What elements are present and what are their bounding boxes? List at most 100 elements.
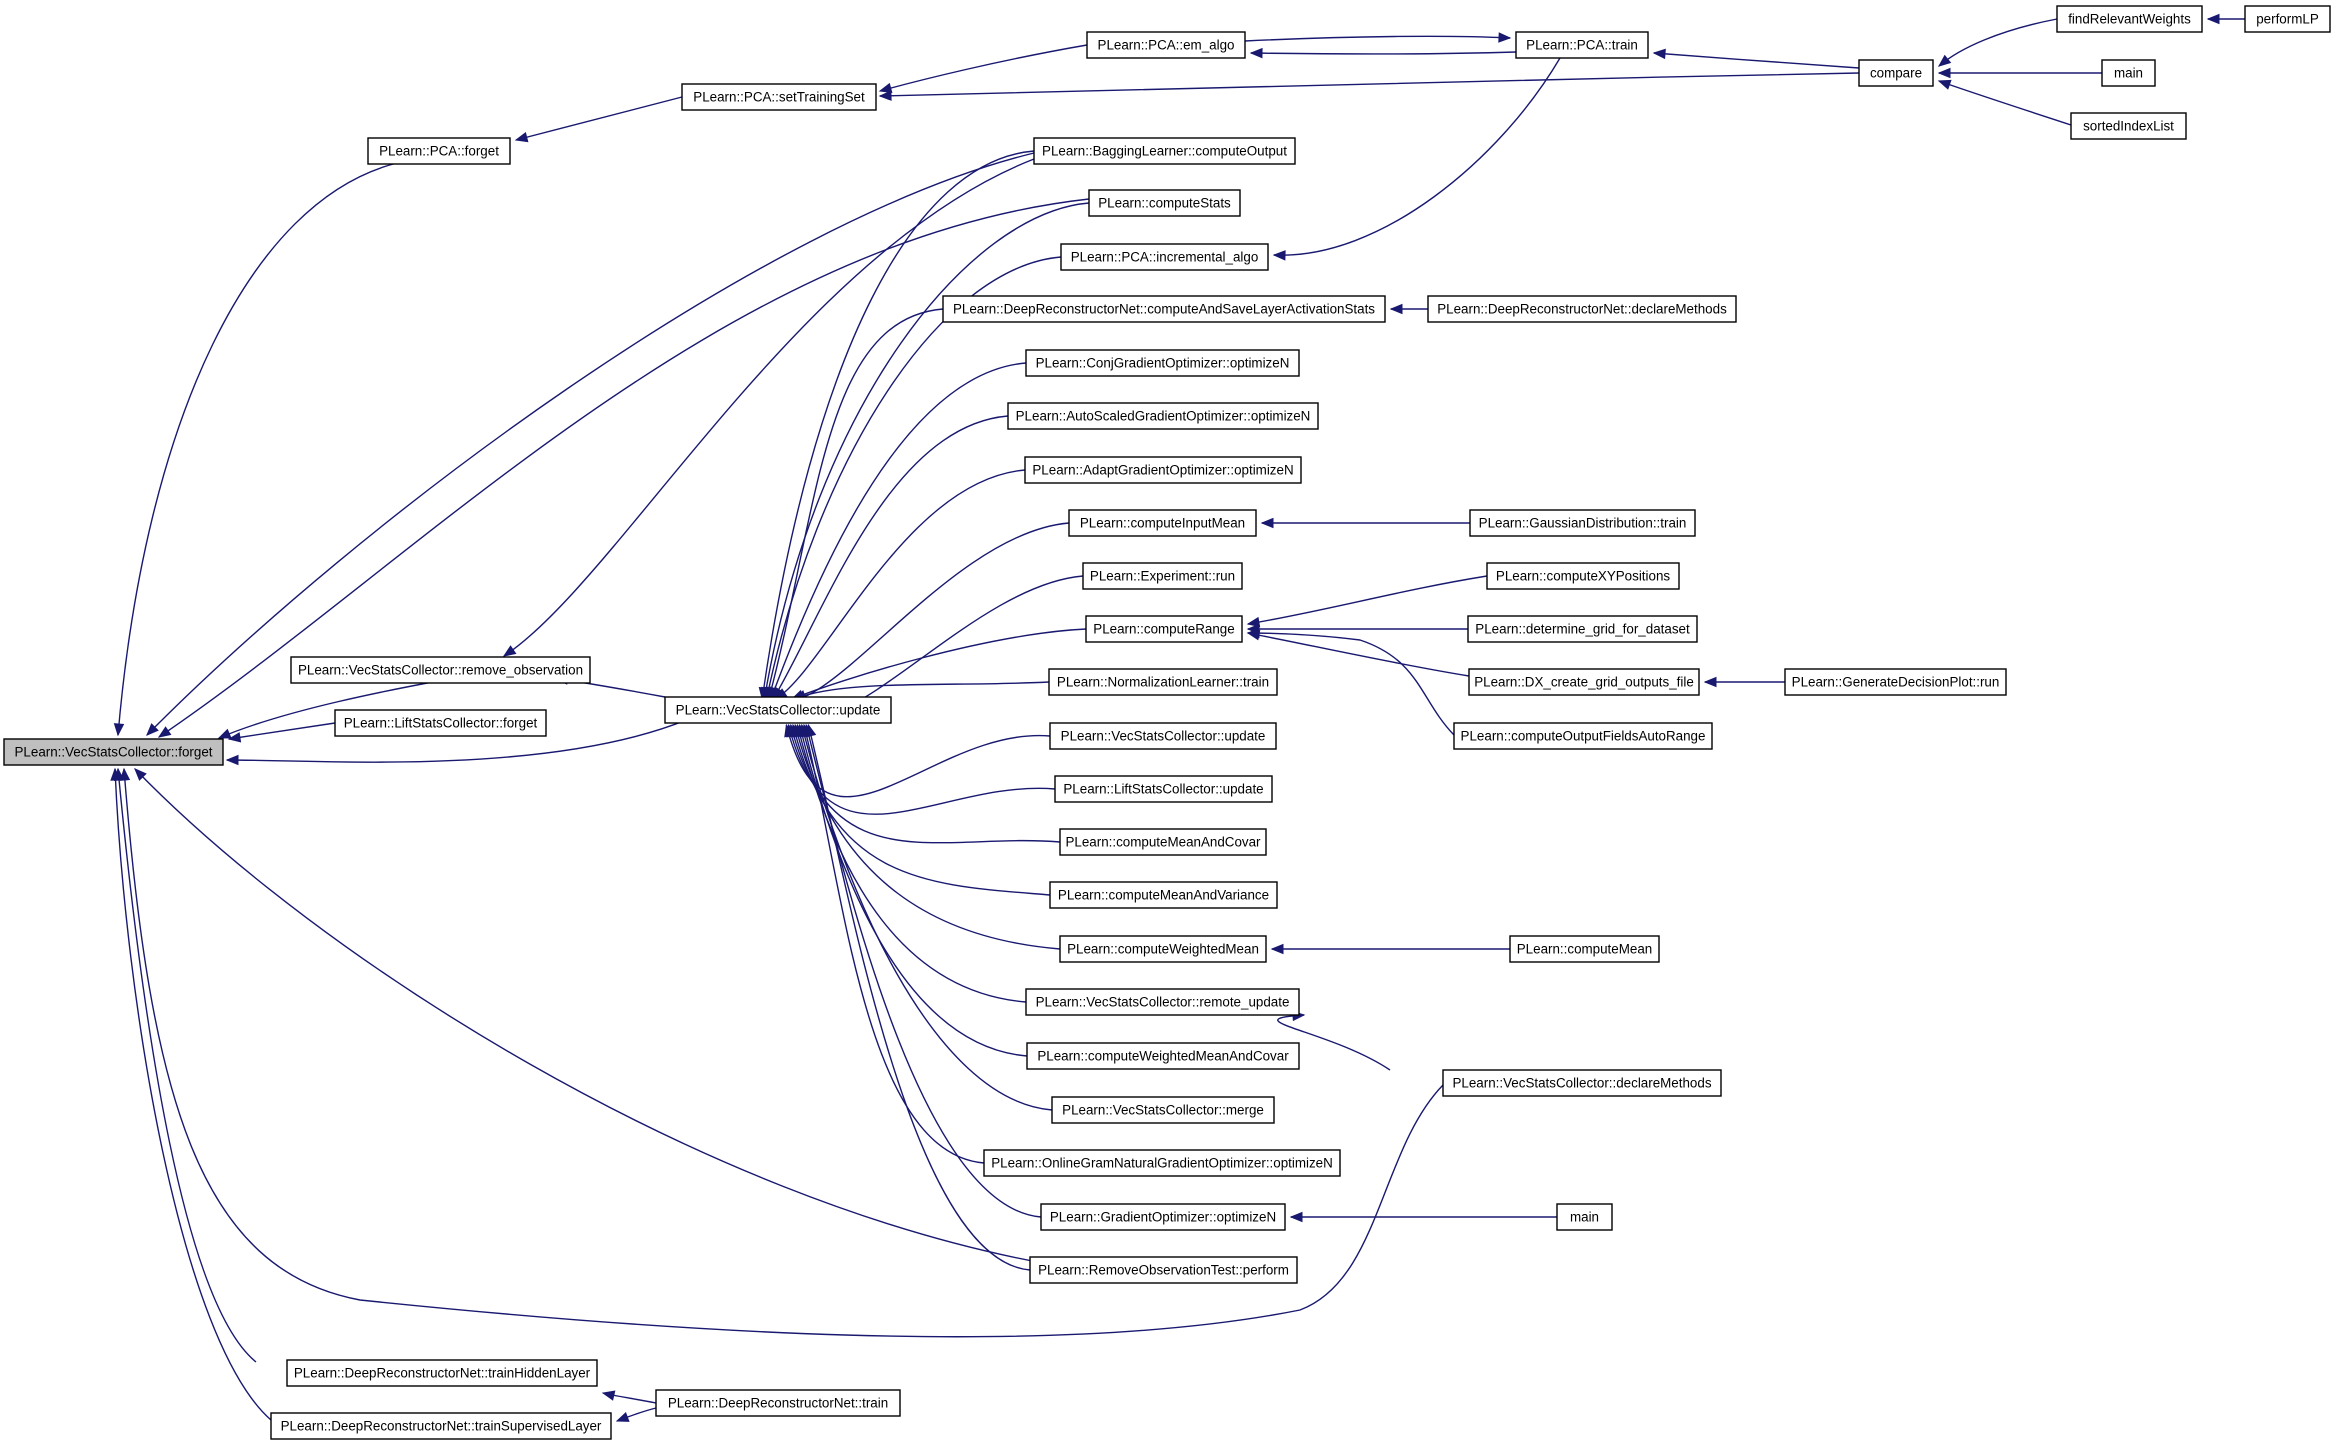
node-computeXYPositions[interactable]: PLearn::computeXYPositions — [1486, 562, 1680, 590]
node-pca-em-algo[interactable]: PLearn::PCA::em_algo — [1086, 31, 1246, 59]
node-bagging-computeOutput[interactable]: PLearn::BaggingLearner::computeOutput — [1033, 137, 1296, 165]
node-label: PLearn::computeWeightedMeanAndCovar — [1037, 1049, 1289, 1064]
node-label: PLearn::LiftStatsCollector::update — [1063, 782, 1263, 797]
call-edge — [1273, 57, 1561, 256]
call-edge — [761, 150, 1035, 700]
call-edge — [146, 152, 1035, 736]
node-vsc-update2[interactable]: PLearn::VecStatsCollector::update — [1049, 722, 1277, 750]
node-box — [286, 1359, 598, 1387]
node-computeMeanAndCovar[interactable]: PLearn::computeMeanAndCovar — [1059, 828, 1267, 856]
node-label: PLearn::computeMeanAndCovar — [1065, 835, 1261, 850]
node-computeMean[interactable]: PLearn::computeMean — [1509, 935, 1660, 963]
node-label: PLearn::computeStats — [1098, 196, 1231, 211]
node-vsc-update[interactable]: PLearn::VecStatsCollector::update — [664, 696, 892, 724]
node-compare[interactable]: compare — [1858, 59, 1934, 87]
node-box — [334, 709, 547, 737]
node-box — [983, 1149, 1341, 1177]
node-normalization-train[interactable]: PLearn::NormalizationLearner::train — [1048, 668, 1278, 696]
node-main-bottom[interactable]: main — [1556, 1203, 1613, 1231]
node-pca-train[interactable]: PLearn::PCA::train — [1515, 31, 1649, 59]
node-gaussian-train[interactable]: PLearn::GaussianDistribution::train — [1469, 509, 1696, 537]
node-remote-update[interactable]: PLearn::VecStatsCollector::remote_update — [1025, 988, 1300, 1016]
node-lift-forget[interactable]: PLearn::LiftStatsCollector::forget — [334, 709, 547, 737]
node-computeInputMean[interactable]: PLearn::computeInputMean — [1068, 509, 1257, 537]
node-computeStats[interactable]: PLearn::computeStats — [1088, 189, 1241, 217]
node-box — [1427, 295, 1737, 323]
node-pca-setTrainingSet[interactable]: PLearn::PCA::setTrainingSet — [681, 83, 877, 111]
node-vsc-declareMethods[interactable]: PLearn::VecStatsCollector::declareMethod… — [1442, 1069, 1722, 1097]
node-remove-observation[interactable]: PLearn::VecStatsCollector::remove_observ… — [290, 656, 591, 684]
node-label: sortedIndexList — [2083, 119, 2174, 134]
node-box — [1858, 59, 1934, 87]
node-computeWeightedMean[interactable]: PLearn::computeWeightedMean — [1059, 935, 1267, 963]
node-performLP[interactable]: performLP — [2244, 5, 2331, 33]
node-root[interactable]: PLearn::VecStatsCollector::forget — [3, 738, 224, 766]
node-drn-train[interactable]: PLearn::DeepReconstructorNet::train — [655, 1389, 901, 1417]
node-box — [1049, 881, 1278, 909]
node-drn-trainSupervised[interactable]: PLearn::DeepReconstructorNet::trainSuper… — [270, 1412, 612, 1440]
arrowhead-icon — [806, 723, 817, 738]
node-adapt-optimizeN[interactable]: PLearn::AdaptGradientOptimizer::optimize… — [1024, 456, 1302, 484]
node-box — [1515, 31, 1649, 59]
arrowhead-icon — [878, 82, 893, 94]
call-edge — [779, 575, 1084, 718]
call-edge — [1938, 80, 2072, 126]
node-removeObsTest[interactable]: PLearn::RemoveObservationTest::perform — [1029, 1256, 1298, 1284]
node-box — [1051, 1096, 1275, 1124]
node-label: PLearn::PCA::train — [1526, 38, 1638, 53]
call-edge — [798, 724, 1028, 1057]
call-edge — [770, 362, 1027, 700]
node-label: PLearn::VecStatsCollector::forget — [15, 745, 213, 760]
node-label: PLearn::NormalizationLearner::train — [1057, 675, 1269, 690]
arrowhead-icon — [1652, 48, 1666, 60]
node-computeWeightedMeanAndCovar[interactable]: PLearn::computeWeightedMeanAndCovar — [1026, 1042, 1300, 1070]
arrowhead-icon — [1703, 676, 1717, 688]
node-drn-declareMethods[interactable]: PLearn::DeepReconstructorNet::declareMet… — [1427, 295, 1737, 323]
node-box — [1059, 828, 1267, 856]
node-label: PLearn::RemoveObservationTest::perform — [1038, 1263, 1289, 1278]
node-autoscaled-optimizeN[interactable]: PLearn::AutoScaledGradientOptimizer::opt… — [1007, 402, 1319, 430]
node-gradient-optimizeN[interactable]: PLearn::GradientOptimizer::optimizeN — [1040, 1203, 1286, 1231]
node-conj-optimizeN[interactable]: PLearn::ConjGradientOptimizer::optimizeN — [1025, 349, 1300, 377]
node-label: PLearn::PCA::forget — [379, 144, 499, 159]
call-edge — [134, 768, 1044, 1264]
node-box — [1468, 668, 1700, 696]
call-edge — [772, 415, 1009, 700]
node-sortedIndexList[interactable]: sortedIndexList — [2070, 112, 2187, 140]
node-lift-update[interactable]: PLearn::LiftStatsCollector::update — [1054, 775, 1273, 803]
node-computeOutputFields[interactable]: PLearn::computeOutputFieldsAutoRange — [1453, 722, 1713, 750]
node-pca-forget[interactable]: PLearn::PCA::forget — [367, 137, 511, 165]
node-label: PLearn::LiftStatsCollector::forget — [344, 716, 538, 731]
node-label: PLearn::determine_grid_for_dataset — [1475, 622, 1690, 637]
node-pca-incremental[interactable]: PLearn::PCA::incremental_algo — [1060, 243, 1269, 271]
call-edge — [765, 256, 1062, 700]
node-findRelevantWeights[interactable]: findRelevantWeights — [2056, 5, 2203, 33]
node-label: PLearn::DX_create_grid_outputs_file — [1474, 675, 1694, 690]
arrowhead-icon — [878, 90, 892, 101]
node-drn-trainHidden[interactable]: PLearn::DeepReconstructorNet::trainHidde… — [286, 1359, 598, 1387]
node-label: PLearn::VecStatsCollector::update — [1061, 729, 1266, 744]
node-label: findRelevantWeights — [2068, 12, 2191, 27]
call-edge — [775, 469, 1026, 700]
arrowhead-icon — [227, 732, 242, 743]
node-label: PLearn::computeOutputFieldsAutoRange — [1461, 729, 1706, 744]
node-box — [664, 696, 892, 724]
node-box — [270, 1412, 612, 1440]
node-determine-grid[interactable]: PLearn::determine_grid_for_dataset — [1467, 615, 1698, 643]
node-main-top[interactable]: main — [2101, 59, 2156, 87]
node-box — [1442, 1069, 1722, 1097]
call-edge — [1653, 52, 1860, 69]
node-generateDecisionPlot[interactable]: PLearn::GenerateDecisionPlot::run — [1784, 668, 2007, 696]
node-experiment-run[interactable]: PLearn::Experiment::run — [1082, 562, 1243, 590]
node-box — [1025, 349, 1300, 377]
node-computeMeanAndVariance[interactable]: PLearn::computeMeanAndVariance — [1049, 881, 1278, 909]
node-onlinegram-optimizeN[interactable]: PLearn::OnlineGramNaturalGradientOptimiz… — [983, 1149, 1341, 1177]
node-dx-create[interactable]: PLearn::DX_create_grid_outputs_file — [1468, 668, 1700, 696]
node-drn-computeAndSave[interactable]: PLearn::DeepReconstructorNet::computeAnd… — [942, 295, 1386, 323]
call-edge — [805, 724, 1042, 1218]
node-computeRange[interactable]: PLearn::computeRange — [1085, 615, 1243, 643]
node-vsc-merge[interactable]: PLearn::VecStatsCollector::merge — [1051, 1096, 1275, 1124]
arrowhead-icon — [146, 723, 159, 736]
node-label: PLearn::GaussianDistribution::train — [1479, 516, 1687, 531]
